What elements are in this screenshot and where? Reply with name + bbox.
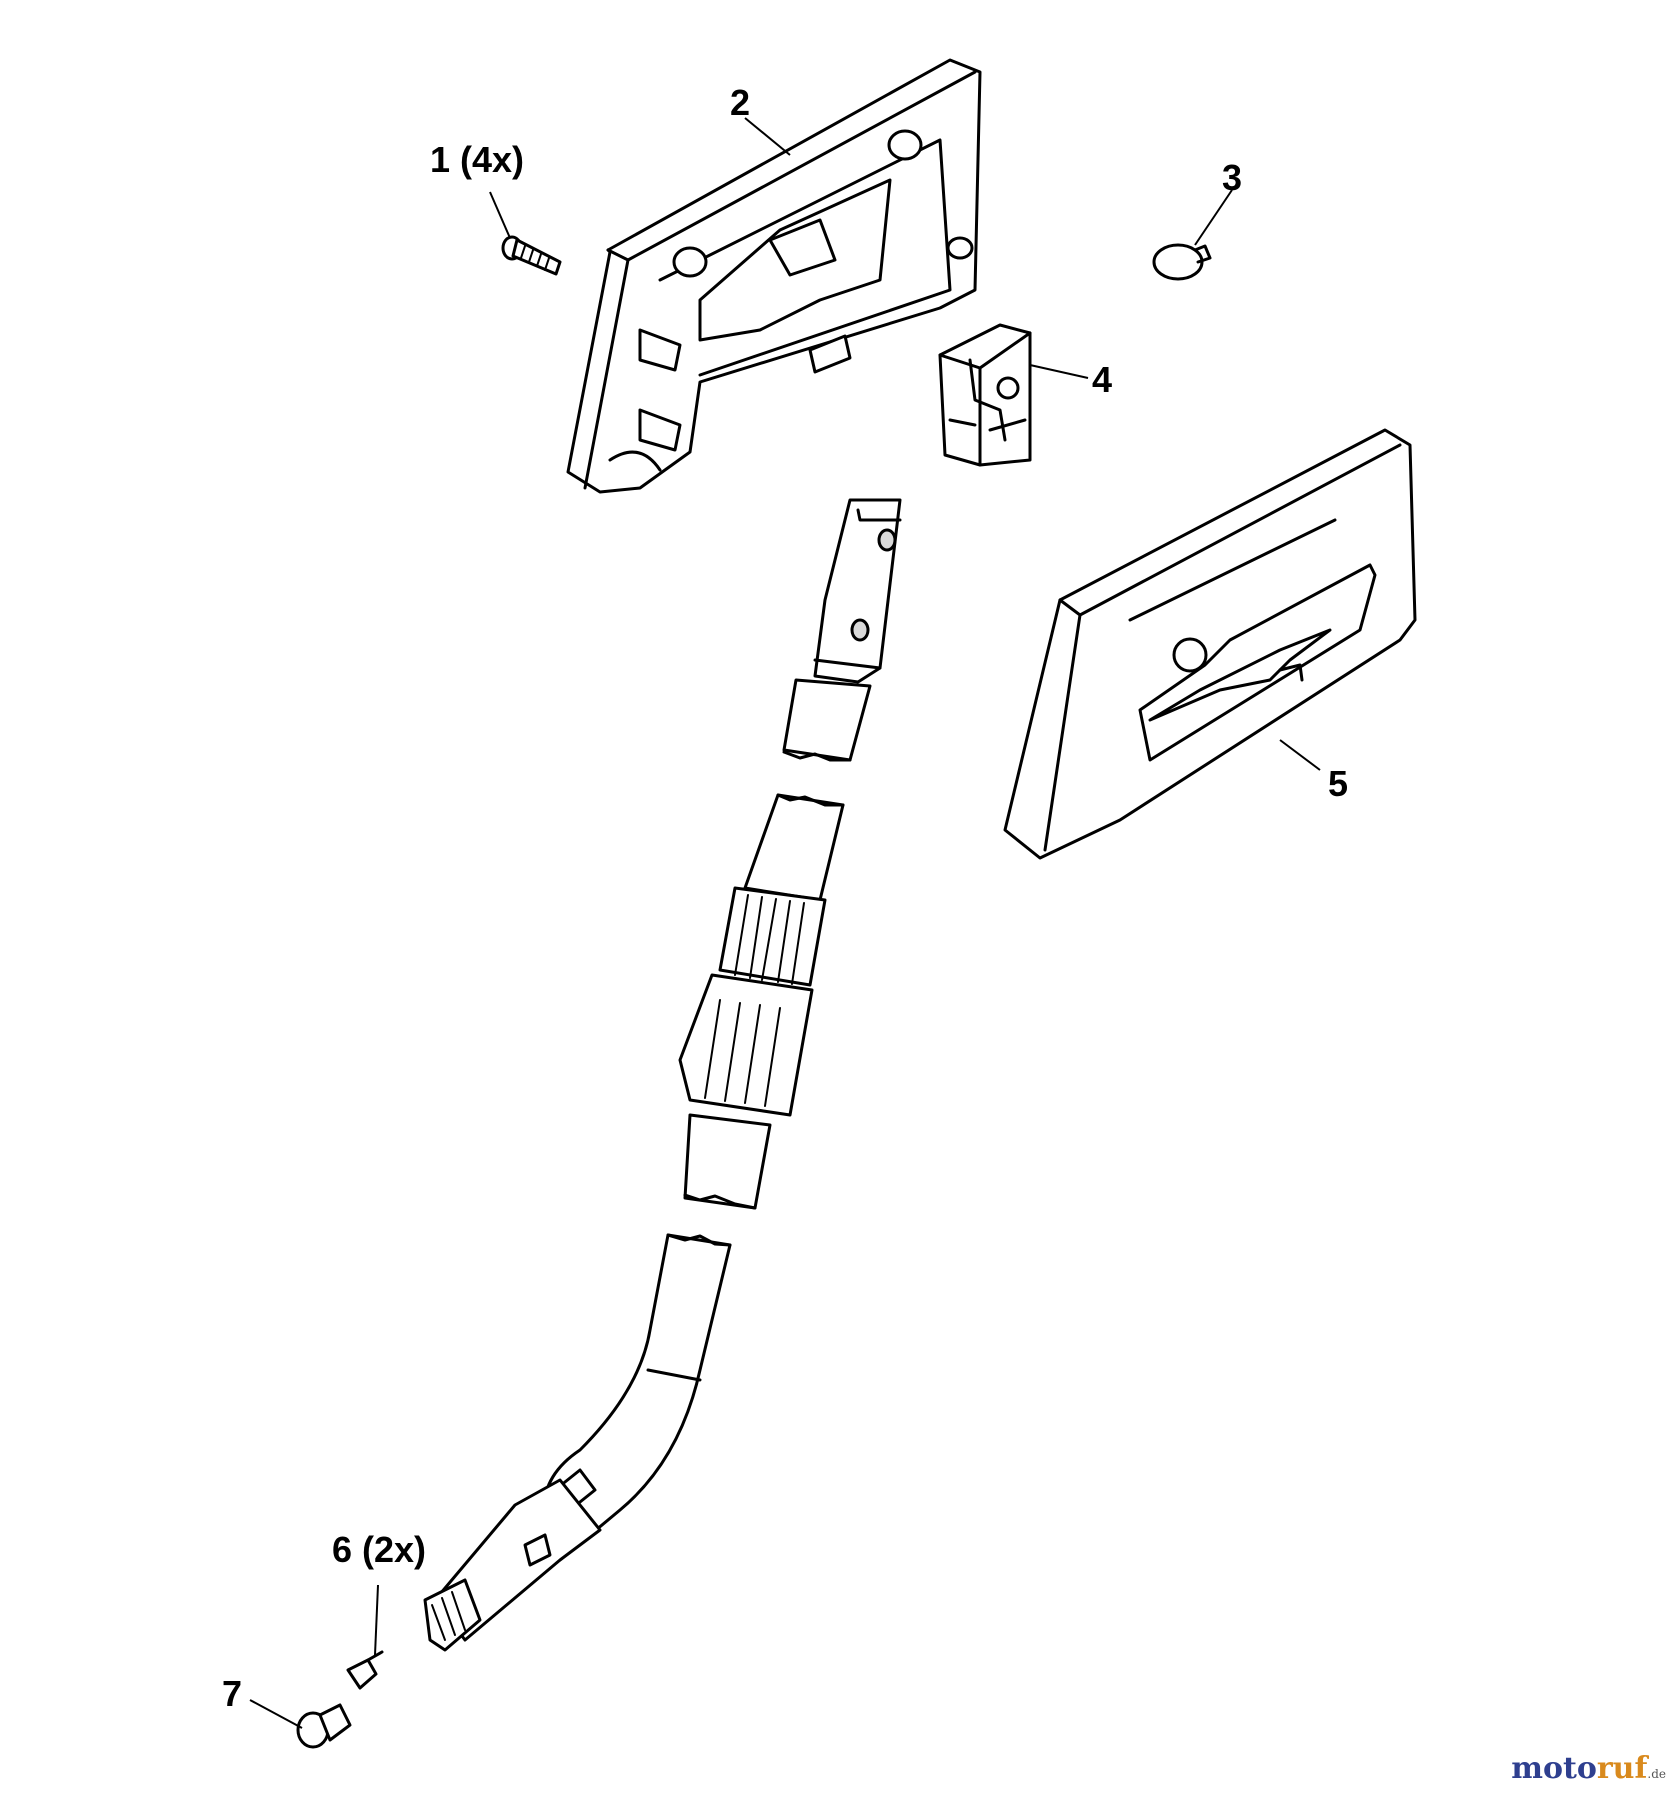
shaft-lower-segment [423,1233,732,1652]
part-1-screw [501,235,562,276]
callout-3: 3 [1222,157,1242,198]
part-5-handle-shell [1003,428,1417,860]
part-7-end-plug [296,1703,352,1749]
part-2-handle-half [566,58,982,494]
leader-lines [249,117,1321,1729]
part-3-cap [1152,243,1212,281]
shaft-middle-segment [678,793,845,1210]
shaft-upper-segment [782,498,902,762]
motoruf-watermark-logo: motoruf.de [1511,1751,1666,1786]
callout-4: 4 [1092,359,1112,400]
callout-5: 5 [1328,763,1348,804]
callout-1: 1 (4x) [430,139,524,180]
part-6-pin [346,1650,384,1690]
callout-7: 7 [222,1673,242,1714]
callout-6: 6 (2x) [332,1529,426,1570]
part-4-clip-block [938,323,1032,467]
callout-2: 2 [730,82,750,123]
